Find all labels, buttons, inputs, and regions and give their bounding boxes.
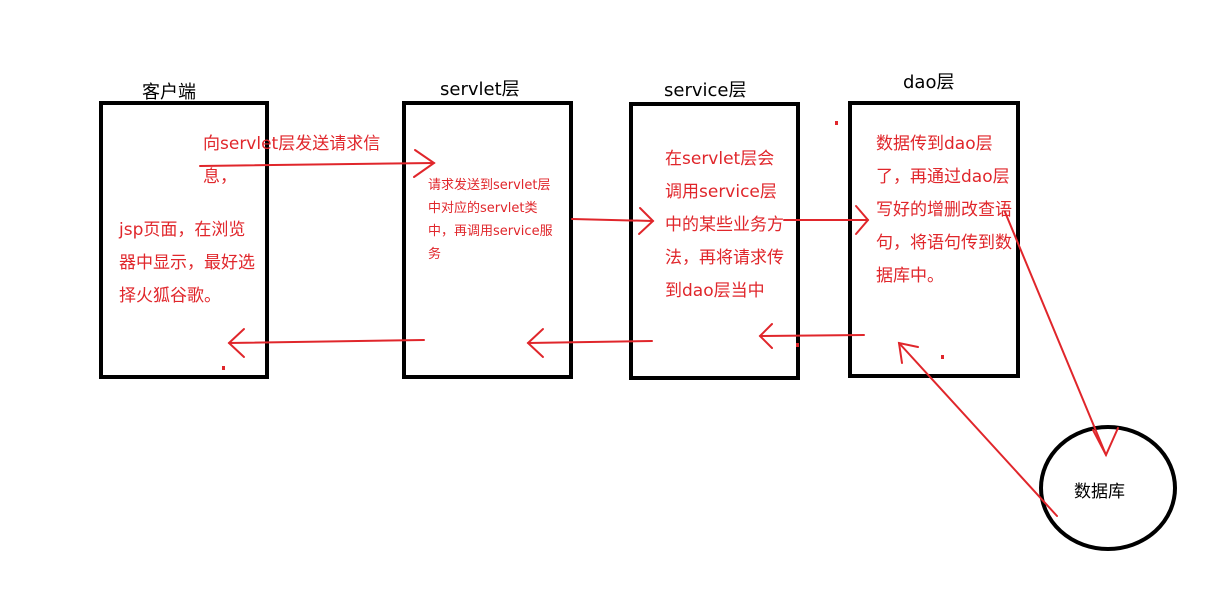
service-title: service层	[664, 80, 747, 101]
client-display-note: jsp页面，在浏览器中显示，最好选择火狐谷歌。	[119, 220, 255, 306]
servlet-box	[402, 101, 573, 379]
client-title: 客户端	[142, 82, 196, 103]
servlet-title: servlet层	[440, 79, 520, 100]
arrow-dao-to-service	[758, 323, 865, 349]
arrow-servlet-to-service	[571, 207, 655, 235]
service-note: 在servlet层会调用service层中的某些业务方法，再将请求传到dao层当…	[665, 149, 784, 301]
request-arrows	[199, 149, 1119, 458]
arrow-client-to-servlet	[199, 149, 436, 178]
client-request-note: 向servlet层发送请求信息，	[203, 134, 381, 187]
dao-note: 数据传到dao层了，再通过dao层写好的增删改查语句，将语句传到数据库中。	[876, 134, 1012, 286]
service-box	[629, 102, 800, 380]
arrow-dao-to-database	[1004, 211, 1119, 458]
arrow-service-to-servlet	[526, 328, 653, 358]
response-arrows	[227, 323, 1058, 517]
database-node	[1039, 425, 1177, 551]
arrow-database-to-dao	[897, 341, 1058, 517]
database-label: 数据库	[1074, 482, 1125, 502]
arrow-servlet-to-client	[227, 328, 425, 358]
client-box	[99, 101, 269, 379]
dao-box	[848, 101, 1020, 378]
stray-marks	[222, 121, 944, 370]
dao-title: dao层	[903, 72, 955, 93]
servlet-note: 请求发送到servlet层中对应的servlet类中，再调用service服务	[428, 178, 553, 262]
arrow-service-to-dao	[783, 205, 870, 235]
